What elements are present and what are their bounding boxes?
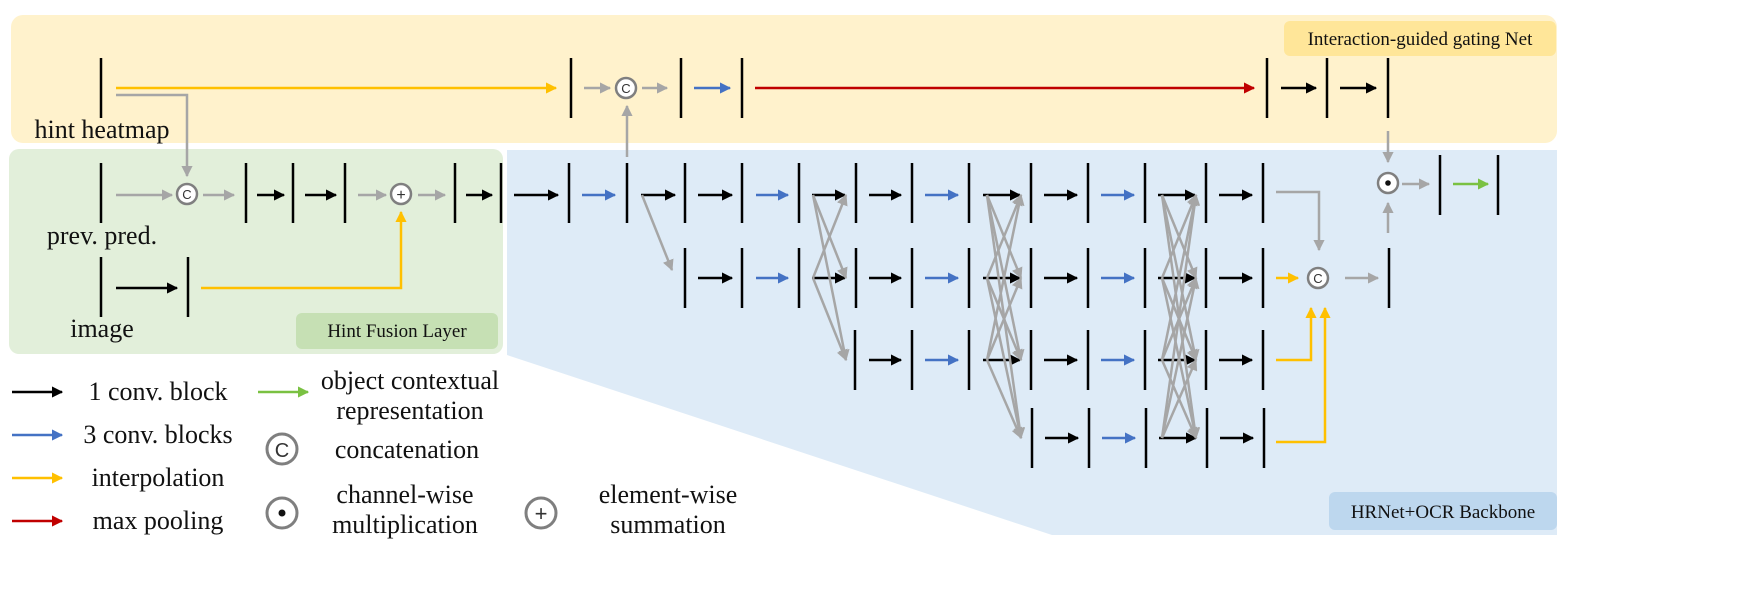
legend: 1 conv. block 3 conv. blocks interpolati…	[12, 366, 737, 539]
legend-sum-text-2: summation	[610, 510, 726, 539]
legend-mult-text-2: multiplication	[332, 510, 478, 539]
operators: C C + C	[175, 76, 1400, 290]
legend-mult-text-1: channel-wise	[336, 480, 473, 509]
fusion-arrow	[985, 359, 1023, 440]
concat-icon	[1306, 266, 1330, 290]
skip-arrow	[1276, 190, 1325, 252]
fusion-arrow	[1160, 193, 1198, 279]
concat-icon	[175, 182, 199, 206]
legend-mult-icon	[265, 496, 299, 530]
fusion-arrow	[811, 193, 848, 279]
legend-maxpool-text: max pooling	[93, 506, 224, 535]
legend-concat-symbol: C	[275, 440, 289, 462]
fusion-arrow	[985, 193, 1023, 279]
interpolation-arrow	[1276, 306, 1331, 444]
gating-net-region	[11, 15, 1557, 143]
hint-fusion-tag	[296, 313, 498, 349]
legend-concat-icon	[265, 432, 299, 466]
sum-icon	[389, 182, 413, 206]
fusion-arrow	[1160, 193, 1200, 361]
interpolation-arrow	[201, 210, 407, 290]
legend-sum-text-1: element-wise	[599, 480, 738, 509]
hint-fusion-label: Hint Fusion Layer	[327, 321, 467, 342]
connections	[116, 82, 1490, 444]
prev-pred-label: prev. pred.	[47, 221, 157, 250]
concat-icon-symbol: C	[1313, 271, 1322, 286]
image-label: image	[70, 314, 134, 343]
concat-icon-symbol: C	[621, 81, 630, 96]
fusion-arrow	[1160, 276, 1200, 439]
fusion-arrow	[1160, 193, 1201, 439]
legend-sum-symbol: +	[535, 501, 548, 526]
legend-ocr-text-1: object contextual	[321, 366, 499, 395]
multiply-dot	[1385, 180, 1391, 186]
legend-interp-text: interpolation	[92, 463, 225, 492]
legend-sum-icon	[524, 496, 558, 530]
fusion-arrow	[985, 277, 1025, 440]
gating-net-tag	[1284, 21, 1556, 56]
legend-ocr-text-2: representation	[336, 396, 483, 425]
concat-icon-symbol: C	[182, 187, 191, 202]
legend-conv1-text: 1 conv. block	[88, 377, 227, 406]
backbone-tag	[1329, 492, 1557, 530]
backbone-label: HRNet+OCR Backbone	[1351, 502, 1535, 523]
fusion-arrow	[811, 194, 850, 362]
legend-mult-dot	[278, 509, 286, 517]
downsample-arrow	[640, 194, 674, 272]
legend-concat-text: concatenation	[335, 435, 479, 464]
hint-heatmap-label: hint heatmap	[34, 115, 169, 144]
concat-icon	[614, 76, 638, 100]
feature-maps	[99, 58, 1500, 468]
gating-net-label: Interaction-guided gating Net	[1308, 29, 1533, 50]
legend-conv3-text: 3 conv. blocks	[83, 420, 232, 449]
interpolation-arrow	[1276, 306, 1317, 362]
fusion-arrow	[985, 276, 1023, 361]
skip-arrow	[116, 93, 193, 178]
sum-icon-symbol: +	[396, 187, 405, 204]
fusion-arrow	[985, 193, 1025, 361]
fusion-arrow	[811, 277, 848, 362]
fusion-arrow	[1160, 358, 1198, 439]
